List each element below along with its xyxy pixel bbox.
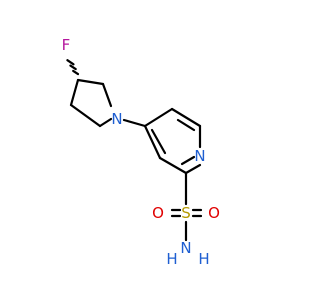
bond-c4-c5: [69, 103, 102, 128]
bond-n1-c2: [101, 82, 113, 108]
bond-n1-c4pyr: [122, 118, 147, 128]
bond-c5-c6pyr: [170, 107, 202, 128]
amine-nitrogen-label: N: [180, 239, 191, 257]
bond-c2-c3pyr: [158, 156, 188, 175]
stereo-hash-bond: [66, 59, 80, 76]
bond-c5-n1: [98, 117, 113, 128]
bond-double-inner-2: [150, 128, 167, 155]
bond-c3-c4pyr: [143, 124, 162, 160]
hash-mark: [72, 69, 80, 76]
oxygen-right-label: O: [208, 204, 220, 222]
amine-hydrogen-label-1: H: [166, 250, 177, 268]
structure-diagram: F N N S O O N H H: [62, 36, 220, 268]
pyrrolidine-nitrogen-label: N: [111, 110, 122, 128]
bond-n1-c2pyr: [184, 163, 202, 175]
oxygen-left-label: O: [152, 204, 164, 222]
bond-c3-c4: [69, 78, 80, 107]
fluorine-label: F: [62, 36, 71, 54]
amine-hydrogen-label-2: H: [198, 250, 209, 268]
bond-double-inner-3: [180, 155, 196, 166]
bond-layer: [66, 59, 203, 242]
pyridine-nitrogen-label: N: [194, 147, 205, 165]
bond-c2-c3: [76, 78, 105, 86]
bond-double-inner-1: [176, 118, 196, 132]
sulfur-label: S: [181, 204, 191, 222]
hash-mark: [69, 64, 77, 71]
bond-c4-c5pyr: [143, 107, 174, 128]
atom-label-layer: F N N S O O N H H: [62, 36, 220, 268]
hash-mark: [66, 59, 75, 66]
molecule-canvas: F N N S O O N H H: [61, 36, 220, 268]
